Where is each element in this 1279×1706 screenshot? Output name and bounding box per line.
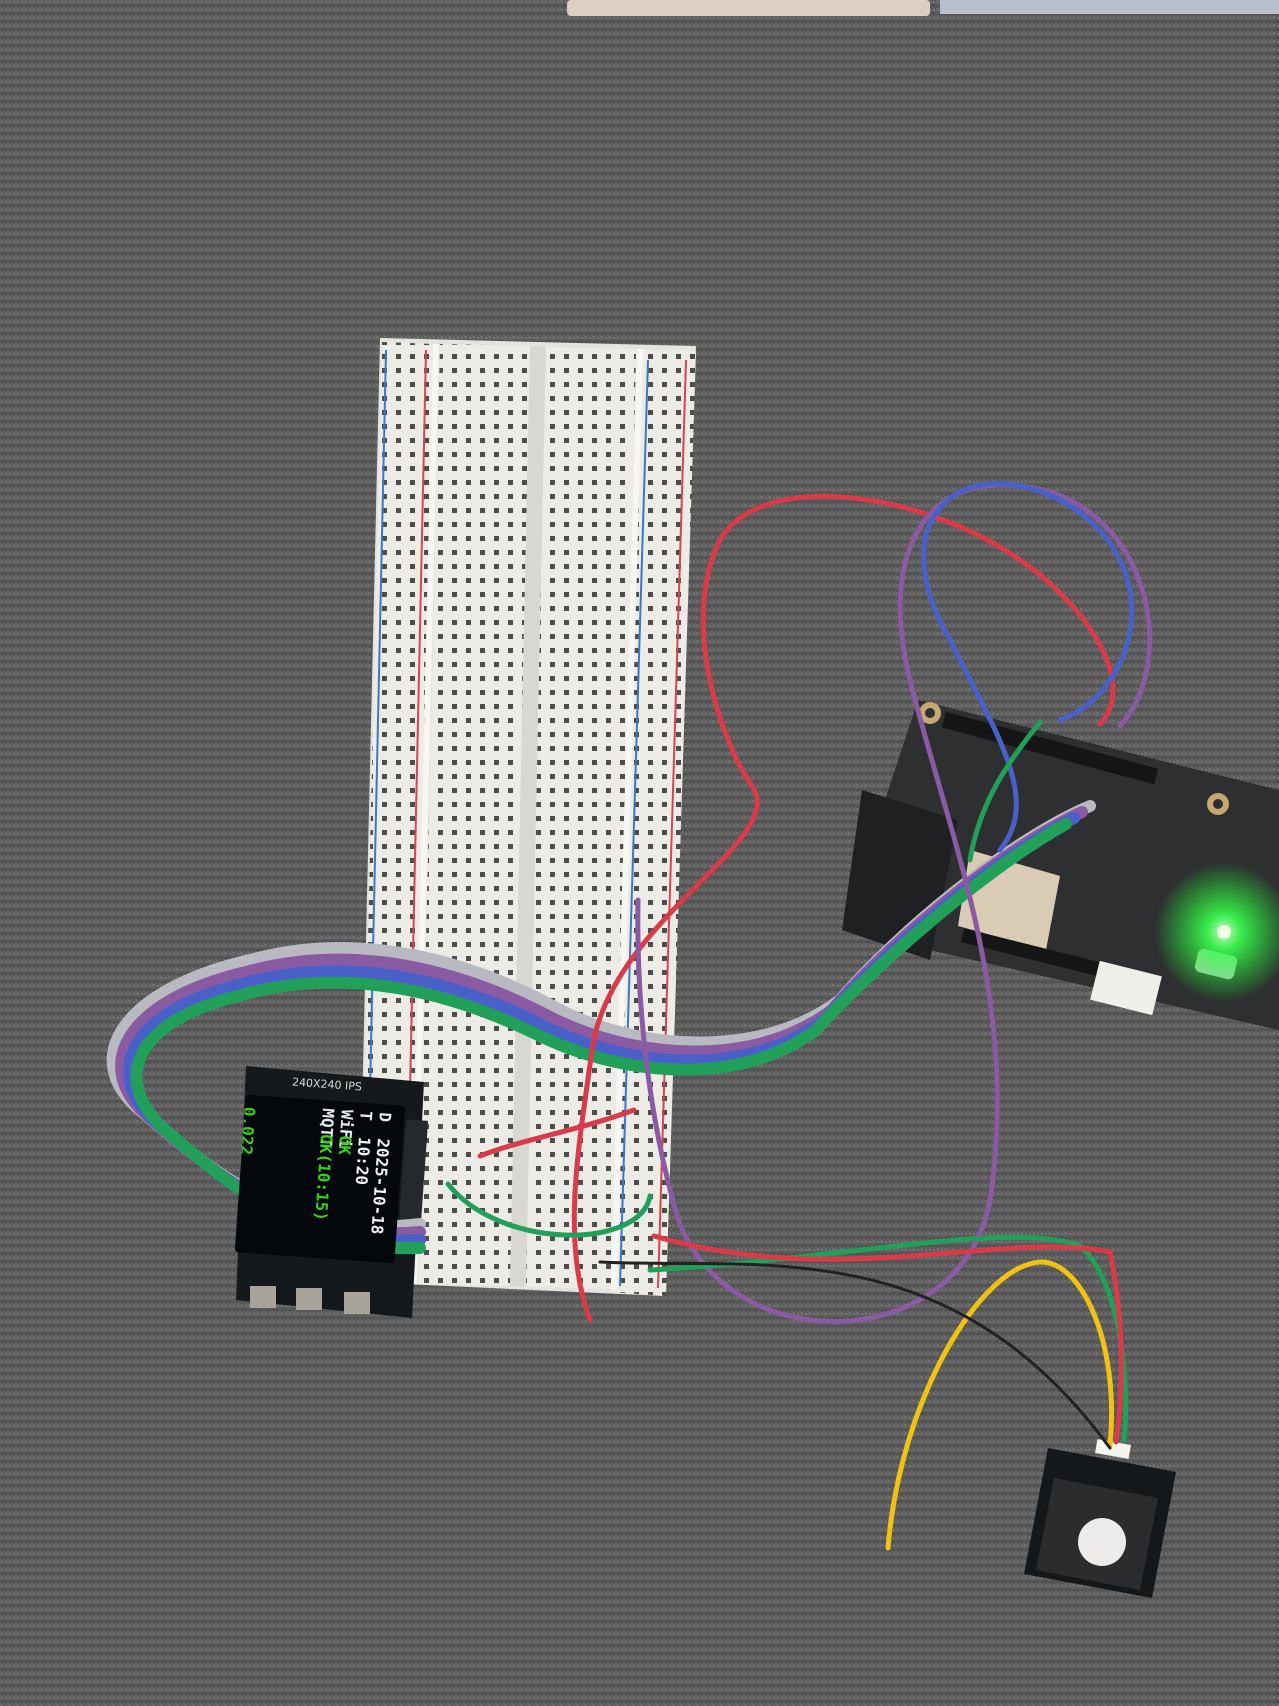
sensor-connector xyxy=(1095,1439,1131,1459)
lcd-value: 10:20 xyxy=(351,1136,375,1186)
lcd-screen: D2025-10-18 T10:20 WiFiOK MQTTOK(10:15) … xyxy=(234,1094,406,1264)
controller-header xyxy=(960,928,1140,986)
lcd-label: WiFi xyxy=(335,1109,357,1149)
lcd-label: D xyxy=(375,1111,395,1123)
ribbon-cable xyxy=(106,800,1096,1255)
jumper-wires xyxy=(445,481,1152,1551)
left-power-rail xyxy=(360,342,434,1284)
lcd-value: OK xyxy=(334,1135,356,1156)
mounting-hole xyxy=(925,708,935,718)
wire-green-short xyxy=(967,719,1043,863)
wire-red-loop xyxy=(571,494,1116,1323)
wire-black-sensor xyxy=(598,1260,1112,1450)
status-led-glow xyxy=(1154,862,1279,1002)
lcd-text-block: D2025-10-18 T10:20 WiFiOK MQTTOK(10:15) xyxy=(310,1107,395,1235)
top-object-left xyxy=(567,0,930,16)
wire-red-short xyxy=(477,1107,637,1159)
lcd-label: T xyxy=(356,1110,376,1122)
wire-yellow-sensor xyxy=(885,1259,1115,1551)
lcd-label: MQTT xyxy=(316,1107,338,1148)
rail-divider xyxy=(611,348,643,1291)
top-object-right xyxy=(940,0,1279,14)
ribbon-wire-green xyxy=(130,818,1072,1255)
display-button xyxy=(250,1286,276,1308)
wire-purple-loop xyxy=(635,482,1152,1324)
sensor-window xyxy=(1078,1518,1126,1566)
mounting-hole xyxy=(1213,799,1223,809)
wire-green-bridge xyxy=(445,1181,653,1238)
status-led xyxy=(1217,925,1231,939)
sensor-module xyxy=(1024,1439,1176,1598)
wire-blue-loop xyxy=(921,481,1135,853)
center-channel xyxy=(510,346,546,1287)
battery-connector xyxy=(1090,960,1162,1016)
right-rail-red-line xyxy=(657,359,687,1289)
left-terminal-strip xyxy=(418,344,530,1286)
right-rail-blue-line xyxy=(619,359,649,1287)
display-header xyxy=(397,1119,429,1239)
wire-red-sensor xyxy=(651,1233,1124,1445)
display-button xyxy=(296,1288,322,1310)
display-button xyxy=(344,1292,370,1314)
